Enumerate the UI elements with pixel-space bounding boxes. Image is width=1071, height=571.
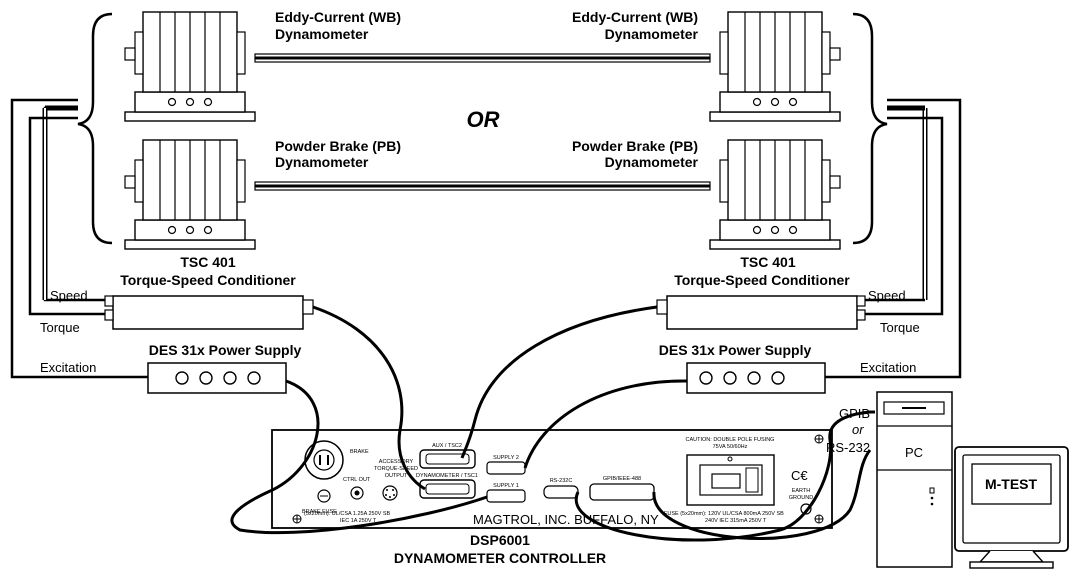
- pb-right-label-1: Powder Brake (PB): [572, 138, 698, 154]
- speed-left-label: Speed: [50, 288, 88, 303]
- wb-right-label-2: Dynamometer: [605, 26, 699, 42]
- panel-earth-1: EARTH: [792, 488, 811, 494]
- tsc-right: [656, 295, 866, 330]
- controller-title-1: DSP6001: [470, 532, 530, 548]
- pc-label: PC: [905, 445, 923, 460]
- tsc-left-label-1: TSC 401: [180, 254, 235, 270]
- or-label: OR: [467, 107, 500, 132]
- panel-aux: AUX / TSC2: [432, 443, 462, 449]
- pc-tower: [876, 391, 953, 568]
- panel-fuse-right-2: 240V IEC 315mA 250V T: [705, 518, 767, 524]
- des-left-label: DES 31x Power Supply: [149, 342, 302, 358]
- gpib-connector: [589, 483, 655, 501]
- m-test-label: M-TEST: [985, 476, 1038, 492]
- wb-shaft: [254, 53, 711, 63]
- des-left: [147, 362, 287, 394]
- monitor: [954, 446, 1069, 569]
- panel-accessory-1: ACCESSORY: [379, 459, 414, 465]
- panel-caution-2: 75VA 50/60Hz: [713, 444, 748, 450]
- wb-dynamometer-left: [124, 11, 256, 122]
- rs232c-connector: [543, 485, 579, 499]
- or-small-label: or: [852, 422, 864, 437]
- panel-fuse-right-1: FUSE (5x20mm): 120V UL/CSA 800mA 250V SB: [664, 511, 784, 517]
- panel-dyno: DYNAMOMETER / TSC1: [416, 473, 478, 479]
- pb-left-label-1: Powder Brake (PB): [275, 138, 401, 154]
- tsc-right-label-1: TSC 401: [740, 254, 795, 270]
- left-wiring: [10, 98, 148, 379]
- panel-maker: MAGTROL, INC. BUFFALO, NY: [473, 512, 659, 527]
- panel-fuse-left-2: IEC 1A 250V T: [340, 518, 377, 524]
- supply1-connector: [486, 489, 526, 503]
- tsc-left-label-2: Torque-Speed Conditioner: [120, 272, 296, 288]
- m-test-window: [971, 463, 1052, 505]
- wb-left-label-2: Dynamometer: [275, 26, 369, 42]
- torque-right-label: Torque: [880, 320, 920, 335]
- controller-title-2: DYNAMOMETER CONTROLLER: [394, 550, 606, 566]
- panel-accessory-2: TORQUE-SPEED: [374, 466, 418, 472]
- wb-left-label-1: Eddy-Current (WB): [275, 9, 401, 25]
- panel-brake-fuse: BRAKE FUSE: [302, 509, 337, 515]
- speed-right-label: Speed: [868, 288, 906, 303]
- panel-rs232c: RS-232C: [550, 478, 573, 484]
- pb-right-label-2: Dynamometer: [605, 154, 699, 170]
- tsc-left: [104, 295, 314, 330]
- rs232-label: RS-232: [826, 440, 870, 455]
- panel-ctrl-out: CTRL OUT: [343, 477, 371, 483]
- pb-left-label-2: Dynamometer: [275, 154, 369, 170]
- torque-left-label: Torque: [40, 320, 80, 335]
- panel-gpib: GPIB/IEEE-488: [603, 476, 641, 482]
- pb-dynamometer-right: [709, 139, 841, 250]
- panel-fuse-left-1: (5x20mm): UL/CSA 1.25A 250V SB: [304, 511, 391, 517]
- right-wiring: [825, 98, 962, 379]
- panel-supply2: SUPPLY 2: [493, 455, 519, 461]
- des-right: [686, 362, 826, 394]
- gpib-label: GPIB: [839, 406, 870, 421]
- cables: [230, 305, 875, 542]
- panel-accessory-3: OUTPUT: [385, 473, 408, 479]
- left-brace: [77, 12, 113, 245]
- wb-dynamometer-right: [709, 11, 841, 122]
- panel-earth-2: GROUND: [789, 495, 813, 501]
- supply2-connector: [486, 461, 526, 475]
- tsc-right-label-2: Torque-Speed Conditioner: [674, 272, 850, 288]
- des-right-label: DES 31x Power Supply: [659, 342, 812, 358]
- panel-supply1: SUPPLY 1: [493, 483, 519, 489]
- dsp6001-panel: C€: [271, 429, 833, 529]
- panel-brake: BRAKE: [350, 449, 369, 455]
- wb-right-label-1: Eddy-Current (WB): [572, 9, 698, 25]
- pb-dynamometer-left: [124, 139, 256, 250]
- panel-caution-1: CAUTION: DOUBLE POLE FUSING: [686, 437, 775, 443]
- pb-shaft: [254, 181, 711, 191]
- excitation-right-label: Excitation: [860, 360, 916, 375]
- right-brace: [852, 12, 888, 245]
- ce-mark: C€: [791, 468, 808, 483]
- excitation-left-label: Excitation: [40, 360, 96, 375]
